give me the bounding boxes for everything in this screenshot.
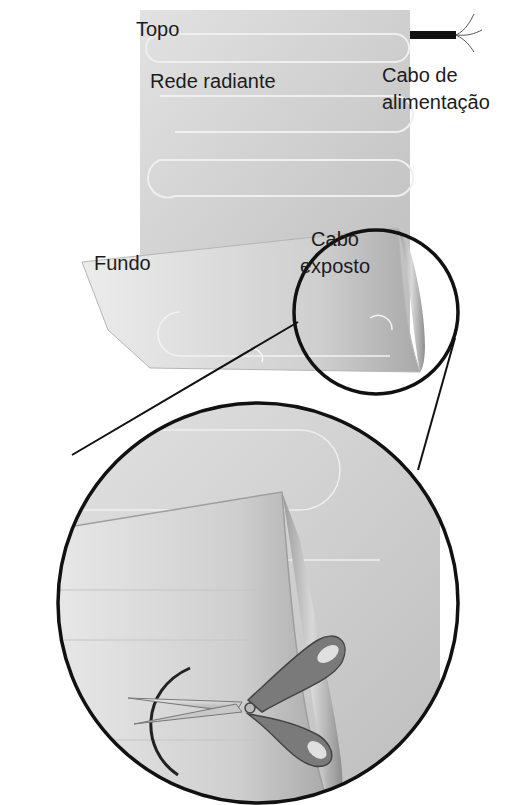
scissors: [128, 636, 345, 766]
flap-wire: [158, 312, 392, 356]
detail-circle: [294, 230, 458, 394]
magnified-detail: [20, 400, 470, 805]
flap-curl: [398, 228, 425, 372]
cable-wires: [456, 14, 482, 52]
power-cable: [410, 31, 456, 39]
part-label: Fundo: [94, 250, 184, 277]
magnifier-circle: [58, 403, 458, 803]
heating-wire: [146, 34, 413, 197]
part-label: Topo: [136, 16, 256, 43]
part-label: Cabo de alimentação: [382, 62, 500, 116]
zoom-line: [418, 338, 455, 470]
part-label: Rede radiante: [150, 68, 370, 95]
part-label: Cabo exposto: [293, 226, 377, 280]
